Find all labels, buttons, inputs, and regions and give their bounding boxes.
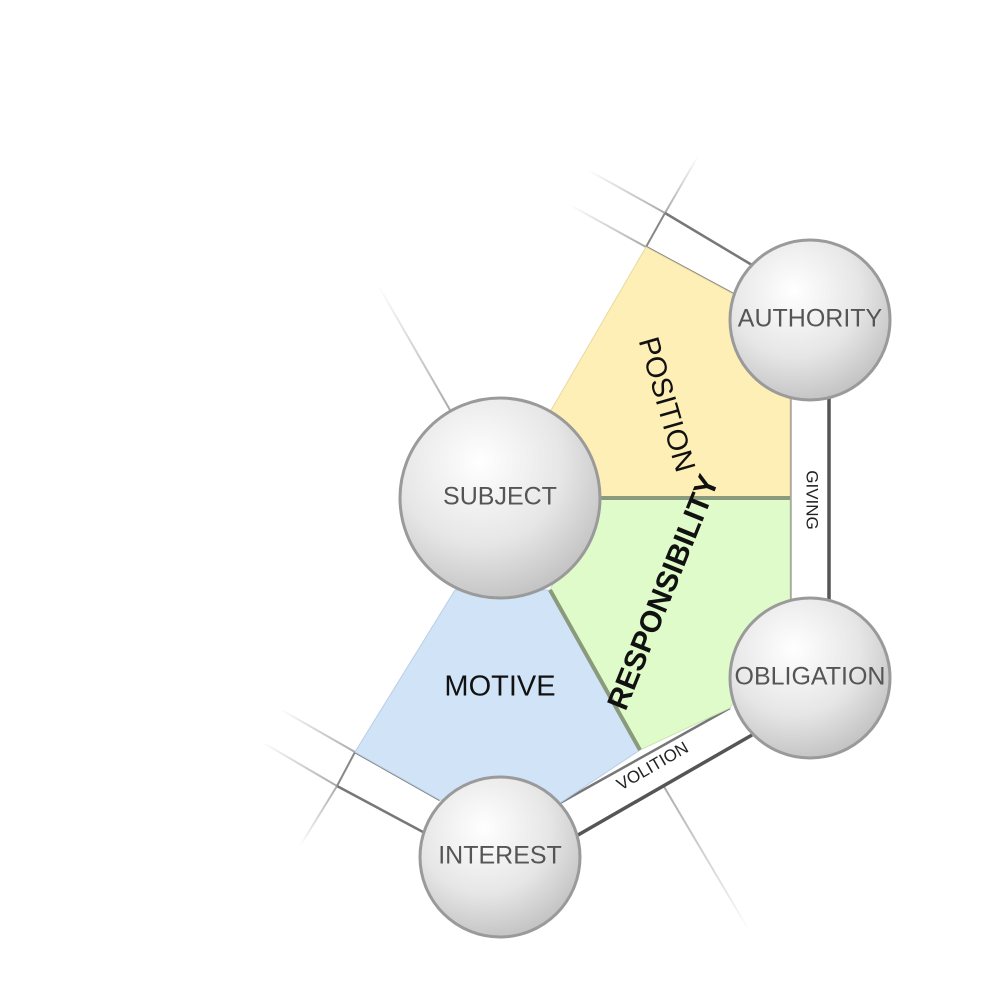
node-label-interest: INTEREST [438,842,562,870]
band-label-giving: GIVING [803,470,822,530]
node-obligation: OBLIGATION [728,596,892,760]
ray-band-left-2 [279,708,356,753]
node-label-authority: AUTHORITY [738,305,883,333]
ray-subject-up [377,284,451,411]
node-label-obligation: OBLIGATION [735,663,886,691]
ray-band-top-1 [664,155,699,214]
ray-band-left-1 [299,785,338,847]
extension-rays [255,155,995,933]
divider-responsibility-motive [548,589,642,751]
ray-band-left-3 [261,741,338,787]
node-subject: SUBJECT [398,396,602,600]
node-interest: INTEREST [418,775,582,939]
node-authority: AUTHORITY [728,238,892,402]
node-label-subject: SUBJECT [443,483,557,511]
region-label-motive: MOTIVE [444,671,555,703]
band-volition [559,706,753,837]
ray-band-top-3 [569,204,647,248]
ray-volition-down [662,784,751,933]
ray-band-top-2 [587,169,666,214]
